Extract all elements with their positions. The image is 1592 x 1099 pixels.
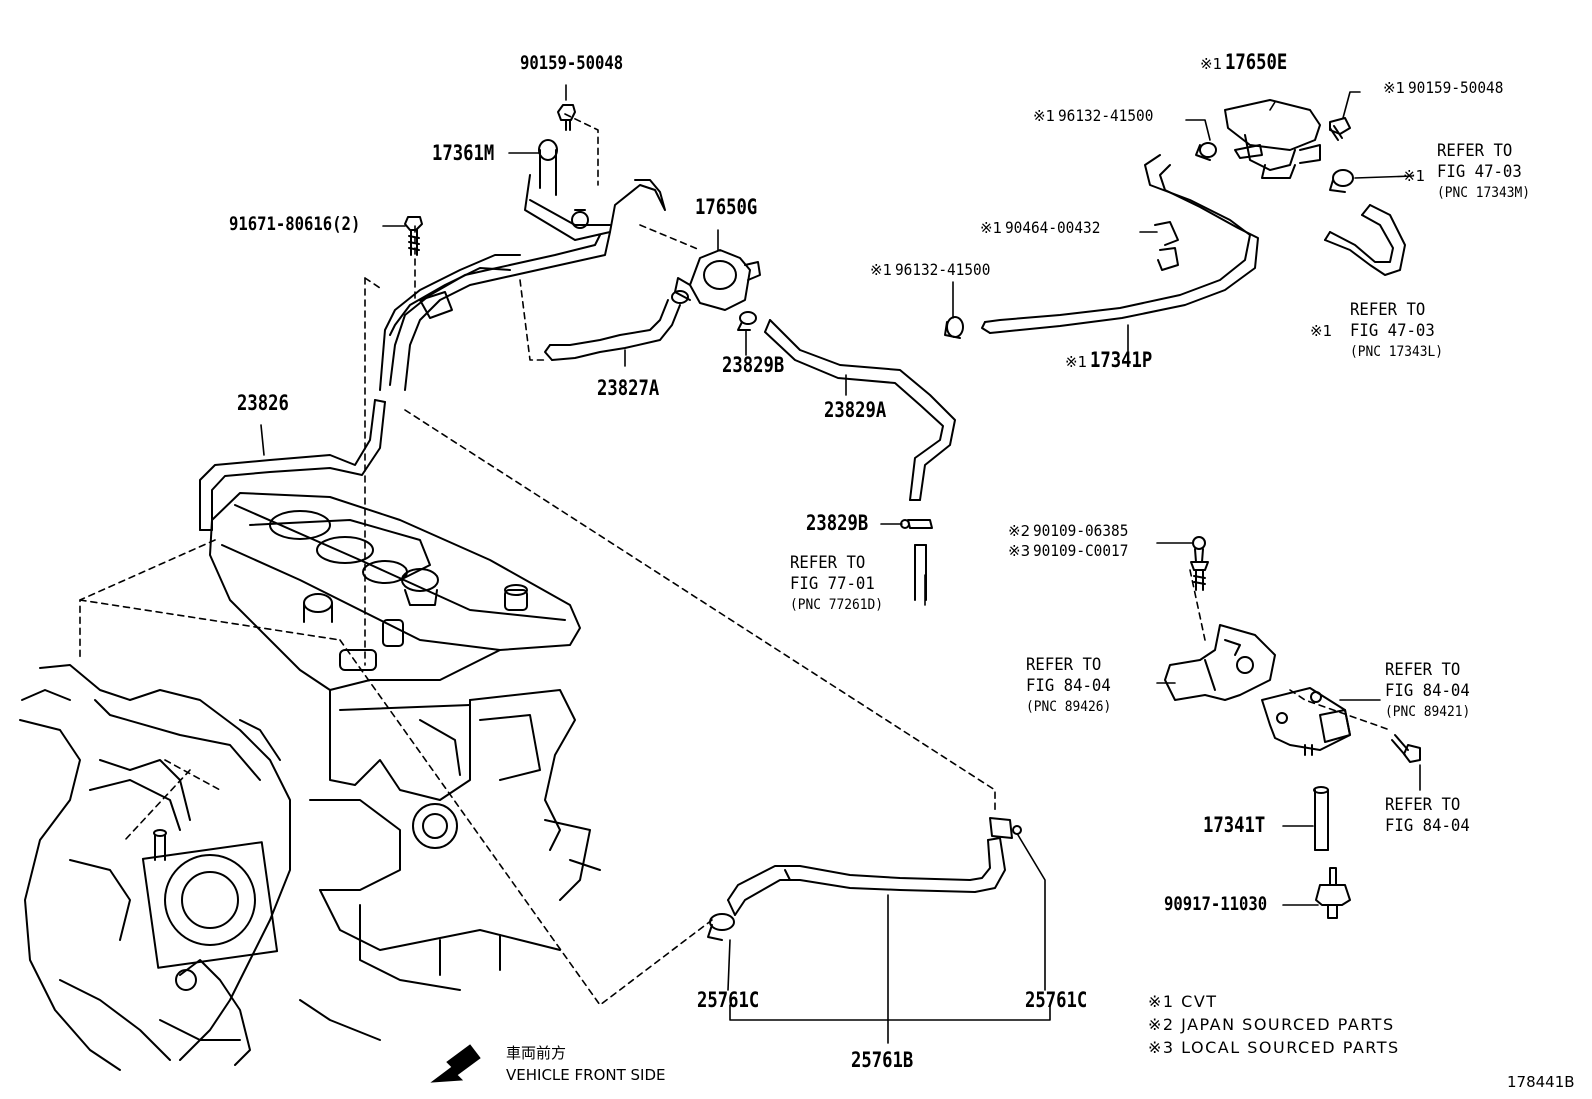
legend: ※1 CVT ※2 JAPAN SOURCED PARTS ※3 LOCAL S…	[1148, 992, 1400, 1057]
figure-id: 178441B	[1507, 1073, 1575, 1091]
part-23827a: 23827A	[597, 376, 660, 400]
part-17650g: 17650G	[695, 195, 758, 219]
refer-fig-47-03-m: REFER TO FIG 47-03 (PNC 17343M)	[1437, 141, 1531, 201]
part-25761c-left: 25761C	[697, 988, 760, 1012]
part-91671-80616: 91671-80616(2)	[229, 213, 361, 235]
part-23829b-upper: 23829B	[722, 353, 785, 377]
refer-fig-84-04-a: REFER TO FIG 84-04 (PNC 89426)	[1026, 655, 1112, 715]
engine-assembly	[19, 492, 601, 1071]
vsv-17650g	[544, 249, 956, 601]
refer-fig-77-01: REFER TO FIG 77-01 (PNC 77261D)	[790, 553, 884, 613]
refer-mark-17343l: ※1	[1310, 322, 1333, 340]
part-25761b: 25761B	[851, 1048, 914, 1072]
part-23829a: 23829A	[824, 398, 887, 422]
sensor-bracket-group	[1164, 536, 1421, 919]
part-23826: 23826	[237, 391, 289, 415]
vehicle-front-label: 車両前方 VEHICLE FRONT SIDE	[506, 1044, 666, 1084]
refer-fig-47-03-l: REFER TO FIG 47-03 (PNC 17343L)	[1350, 300, 1444, 360]
vsv-17650e	[944, 99, 1406, 339]
part-25761c-right: 25761C	[1025, 988, 1088, 1012]
hose-25761b	[707, 817, 1022, 941]
assembly-guide-lines	[79, 113, 1391, 1006]
part-90159-50048: 90159-50048	[520, 52, 624, 74]
label-leader-lines	[260, 84, 1421, 1044]
refer-fig-84-04-b: REFER TO FIG 84-04 (PNC 89421)	[1385, 660, 1471, 720]
part-17341t: 17341T	[1203, 813, 1266, 837]
vehicle-front-arrow-icon	[430, 1044, 481, 1083]
refer-mark-17343m: ※1	[1403, 167, 1426, 185]
refer-fig-84-04-c: REFER TO FIG 84-04	[1385, 795, 1470, 836]
part-17361m: 17361M	[432, 141, 495, 165]
pcv-pipe-assembly	[199, 104, 666, 531]
part-23829b-lower: 23829B	[806, 511, 869, 535]
part-90917-11030: 90917-11030	[1164, 893, 1268, 915]
